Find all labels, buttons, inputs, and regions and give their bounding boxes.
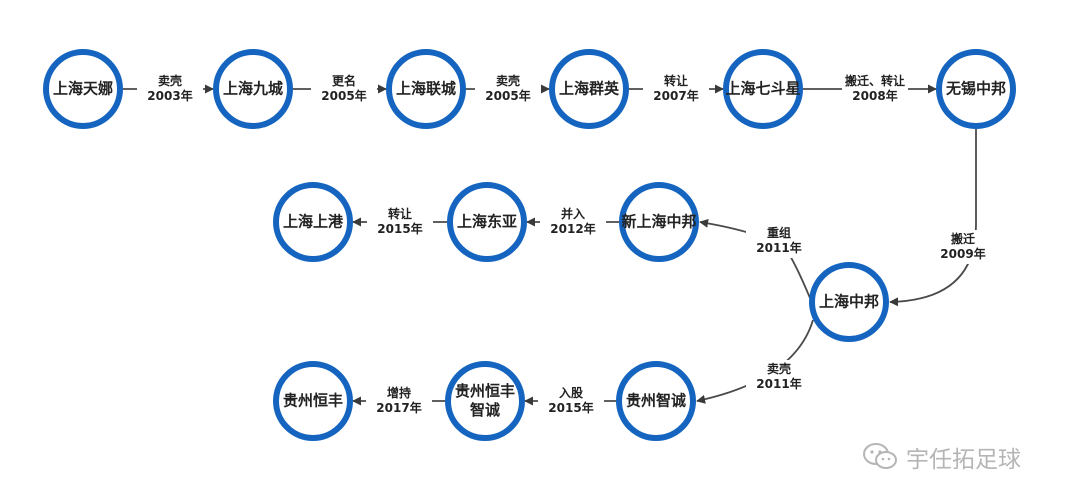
edge-label-background <box>746 224 812 258</box>
node-label: 智诚 <box>470 401 500 419</box>
edge-label: 搬迁、转让 <box>845 73 905 88</box>
node-label: 上海东亚 <box>457 213 517 231</box>
node-circle <box>809 262 889 342</box>
edge-label: 2012年 <box>550 221 595 236</box>
edge-label: 入股 <box>559 385 584 400</box>
node-dongya: 上海东亚 <box>447 182 527 262</box>
node-zhicheng: 贵州智诚 <box>616 361 696 441</box>
edge-label-background <box>311 72 377 106</box>
node-xinshanghai: 新上海中邦 <box>619 182 699 262</box>
edge-label-background <box>475 72 541 106</box>
node-circle <box>447 182 527 262</box>
node-circle <box>616 361 696 441</box>
edges-layer: 卖壳2003年更名2005年卖壳2005年转让2007年搬迁、转让2008年搬迁… <box>122 72 996 418</box>
edge-label-background <box>746 360 812 394</box>
edge-label: 更名 <box>332 73 356 88</box>
edge-label: 2008年 <box>852 88 897 103</box>
edge-label: 2015年 <box>377 221 422 236</box>
edge-label: 转让 <box>388 206 412 221</box>
edge-label: 2011年 <box>756 376 801 391</box>
edge-arrow <box>889 128 977 307</box>
watermark-text: 宇任拓足球 <box>906 447 1021 473</box>
edge-label-background <box>137 72 203 106</box>
edge-label: 增持 <box>387 385 411 400</box>
node-tianna: 上海天娜 <box>43 49 123 129</box>
watermark: 宇任拓足球 <box>862 440 1021 474</box>
node-circle <box>619 182 699 262</box>
node-hengfeng: 贵州恒丰 <box>273 361 353 441</box>
edge-label: 转让 <box>664 73 688 88</box>
node-label: 上海九城 <box>223 80 283 98</box>
edge-label-background <box>540 205 606 239</box>
node-label: 贵州恒丰 <box>283 392 343 410</box>
node-label: 新上海中邦 <box>621 213 696 231</box>
edge-label: 2005年 <box>485 88 530 103</box>
edge-label: 2017年 <box>376 400 421 415</box>
node-circle <box>445 361 525 441</box>
edge-label: 2005年 <box>321 88 366 103</box>
node-label: 无锡中邦 <box>945 80 1006 98</box>
node-shanggang: 上海上港 <box>273 182 353 262</box>
node-circle <box>273 182 353 262</box>
node-label: 上海上港 <box>283 213 344 231</box>
edge-label: 2011年 <box>756 240 801 255</box>
node-label: 上海天娜 <box>53 80 113 98</box>
edge-label: 重组 <box>767 225 791 240</box>
edge-label: 搬迁 <box>951 231 975 246</box>
edge-label: 卖壳 <box>496 73 520 88</box>
node-qidouxing: 上海七斗星 <box>723 49 803 129</box>
node-liancheng: 上海联城 <box>386 49 466 129</box>
edge-label: 并入 <box>561 206 585 221</box>
edge-label-background <box>643 72 709 106</box>
node-jiucheng: 上海九城 <box>213 49 293 129</box>
node-circle <box>213 49 293 129</box>
wechat-icon <box>863 443 897 469</box>
edge-label: 2009年 <box>940 246 985 261</box>
node-label: 上海七斗星 <box>725 80 800 98</box>
edge-label: 2003年 <box>147 88 192 103</box>
edge-label: 2007年 <box>653 88 698 103</box>
edge-label-background <box>842 72 908 106</box>
node-zhongbang: 上海中邦 <box>809 262 889 342</box>
node-label: 贵州智诚 <box>626 392 686 410</box>
node-circle <box>386 49 466 129</box>
edge-label: 卖壳 <box>158 73 182 88</box>
node-circle <box>43 49 123 129</box>
node-circle <box>936 49 1016 129</box>
node-label: 上海联城 <box>396 80 456 98</box>
node-circle <box>549 49 629 129</box>
edge-label-background <box>930 230 996 264</box>
edge-label: 2015年 <box>548 400 593 415</box>
node-circle <box>273 361 353 441</box>
node-label: 上海中邦 <box>819 293 879 311</box>
node-wuxi: 无锡中邦 <box>936 49 1016 129</box>
edge-label-background <box>367 205 433 239</box>
node-qunying: 上海群英 <box>549 49 629 129</box>
edge-label: 卖壳 <box>767 361 791 376</box>
edge-label-background <box>538 384 604 418</box>
node-label: 上海群英 <box>559 80 620 98</box>
node-circle <box>723 49 803 129</box>
edge-label-background <box>366 384 432 418</box>
node-label: 贵州恒丰 <box>455 382 515 400</box>
